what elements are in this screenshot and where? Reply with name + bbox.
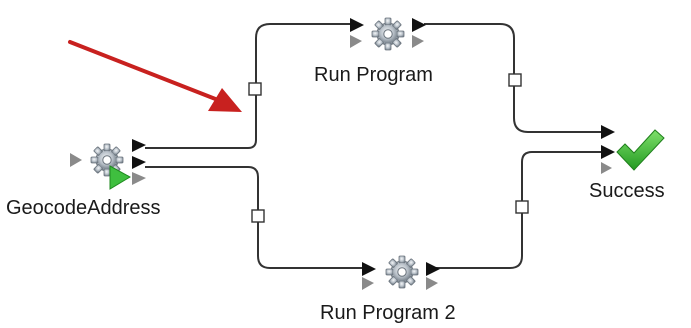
checkmark-icon [616,129,665,171]
output-port-icon [132,139,146,152]
play-overlay-icon [109,165,132,190]
node-success[interactable]: Success [589,125,665,202]
connector-geocode-to-run-program[interactable] [145,23,360,149]
connector-handle[interactable] [515,200,529,214]
node-label: Run Program 2 [320,302,456,324]
input-port-icon [362,262,376,276]
gear-icon [371,17,405,51]
gear-icon [385,255,419,289]
node-label: Success [589,180,665,202]
connector-run-program-2-to-success[interactable] [434,151,606,269]
connector-handle[interactable] [251,209,265,223]
node-geocodeaddress[interactable]: GeocodeAddress [6,139,161,219]
output-port-icon [412,35,424,48]
output-port-icon [426,262,440,276]
node-label: Run Program [314,64,433,86]
output-port-icon [132,156,146,169]
connector-geocode-to-run-program-2[interactable] [145,166,372,269]
input-port-icon [601,125,615,139]
connector-handle[interactable] [248,82,262,96]
input-port-icon [350,18,364,32]
connector-handle[interactable] [508,73,522,87]
input-port-icon [70,153,82,167]
annotation-arrow [68,40,242,112]
input-port-icon [350,35,362,48]
output-port-icon [132,172,146,185]
node-run-program-2[interactable]: Run Program 2 [320,255,456,324]
connector-run-program-to-success[interactable] [424,23,606,133]
node-run-program[interactable]: Run Program [314,17,433,86]
output-port-icon [426,277,438,290]
node-label: GeocodeAddress [6,197,161,219]
input-port-icon [601,162,612,174]
output-port-icon [412,18,426,32]
input-port-icon [362,277,374,290]
input-port-icon [601,145,615,159]
